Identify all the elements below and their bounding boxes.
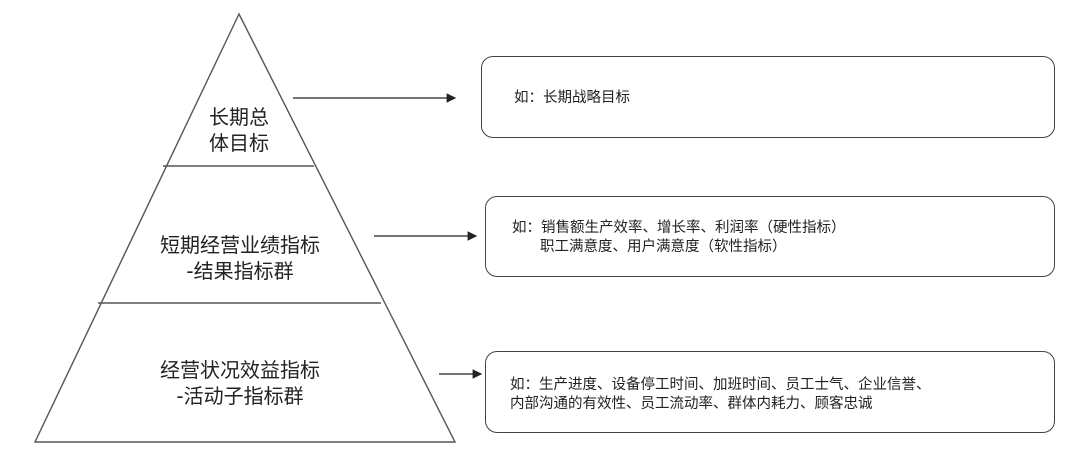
tier-label-short-term: 短期经营业绩指标 -结果指标群 [120,232,360,284]
example-box-short-term: 如：销售额生产效率、增长率、利润率（硬性指标） 职工满意度、用户满意度（软性指标… [485,196,1055,277]
example-text-line: 职工满意度、用户满意度（软性指标） [540,239,787,255]
pyramid-outline [33,12,457,443]
tier-label-line: -活动子指标群 [176,384,304,408]
tier-label-line: 体目标 [209,131,269,155]
example-text-line: 如：长期战略目标 [514,90,630,106]
tier-label-line: 长期总 [209,105,269,129]
tier-label-long-term: 长期总 体目标 [164,104,314,156]
tier-label-line: 短期经营业绩指标 [160,233,320,257]
example-text-line: 内部沟通的有效性、员工流动率、群体内耗力、顾客忠诚 [510,396,873,412]
example-box-long-term: 如：长期战略目标 [481,56,1055,138]
example-text-line: 如：销售额生产效率、增长率、利润率（硬性指标） [512,220,846,236]
example-text-line: 如：生产进度、设备停工时间、加班时间、员工士气、企业信誉、 [510,377,931,393]
tier-label-line: -结果指标群 [186,259,294,283]
tier-label-line: 经营状况效益指标 [160,358,320,382]
tier-label-operations: 经营状况效益指标 -活动子指标群 [120,357,360,409]
example-box-operations: 如：生产进度、设备停工时间、加班时间、员工士气、企业信誉、 内部沟通的有效性、员… [485,351,1055,433]
